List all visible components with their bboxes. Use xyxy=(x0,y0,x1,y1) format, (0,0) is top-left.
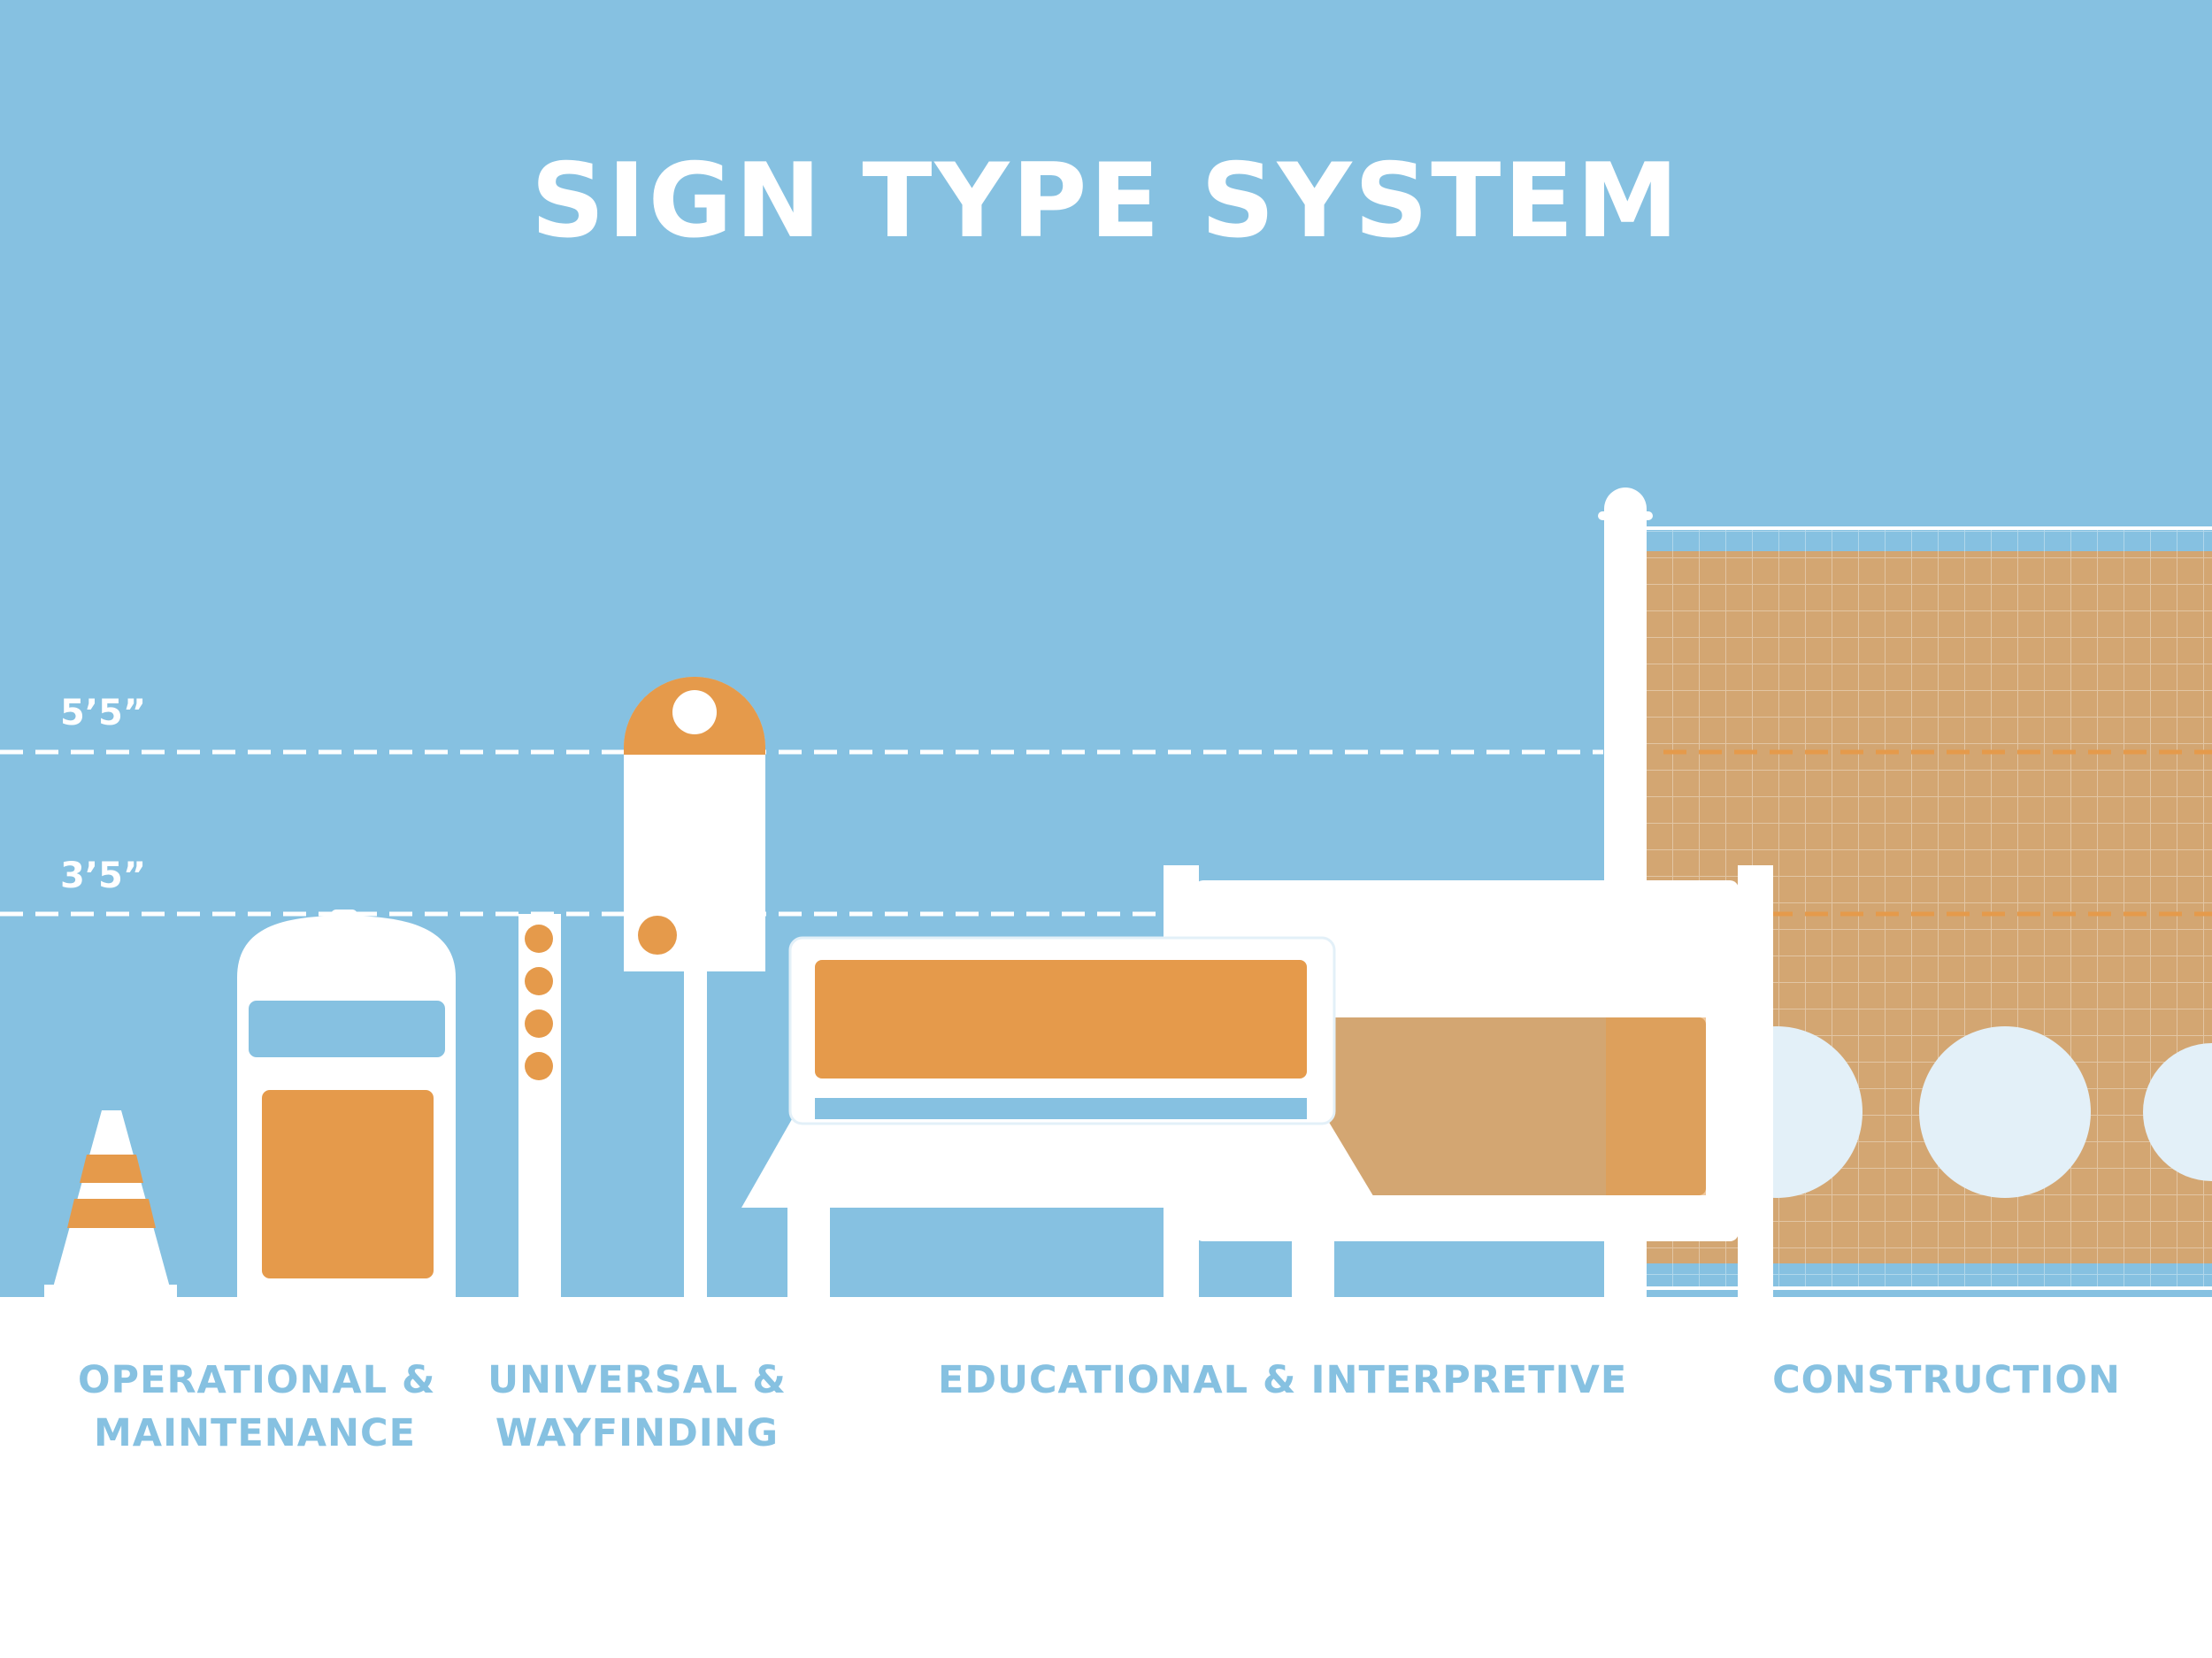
category-label-universal-line2: WAYFINDING xyxy=(495,1411,780,1455)
interpretive-lectern-sign xyxy=(741,936,1380,1299)
category-label-educational-line1: EDUCATIONAL & INTERPRETIVE xyxy=(938,1358,1628,1402)
category-label-operational: OPERATIONAL & MAINTENANCE xyxy=(78,1354,436,1460)
height-label-3-5: 3’5” xyxy=(60,856,147,896)
wayfinding-sign-post xyxy=(624,677,765,1299)
traffic-cone-icon xyxy=(44,1110,177,1299)
maintenance-kiosk xyxy=(237,910,456,1299)
category-label-construction: CONSTRUCTION xyxy=(1734,1354,2159,1407)
wayfinding-marker-post xyxy=(518,914,561,1299)
category-label-universal: UNIVERSAL & WAYFINDING xyxy=(478,1354,796,1460)
height-label-5-5: 5’5” xyxy=(60,693,147,733)
category-label-operational-line1: OPERATIONAL & xyxy=(78,1358,436,1402)
category-label-construction-line1: CONSTRUCTION xyxy=(1772,1358,2121,1402)
category-label-educational: EDUCATIONAL & INTERPRETIVE xyxy=(938,1354,1628,1407)
ground xyxy=(0,1299,2212,1658)
ground-line xyxy=(0,1297,2212,1301)
page-title: SIGN TYPE SYSTEM xyxy=(530,142,1682,261)
category-label-universal-line1: UNIVERSAL & xyxy=(488,1358,787,1402)
category-label-operational-line2: MAINTENANCE xyxy=(94,1411,416,1455)
